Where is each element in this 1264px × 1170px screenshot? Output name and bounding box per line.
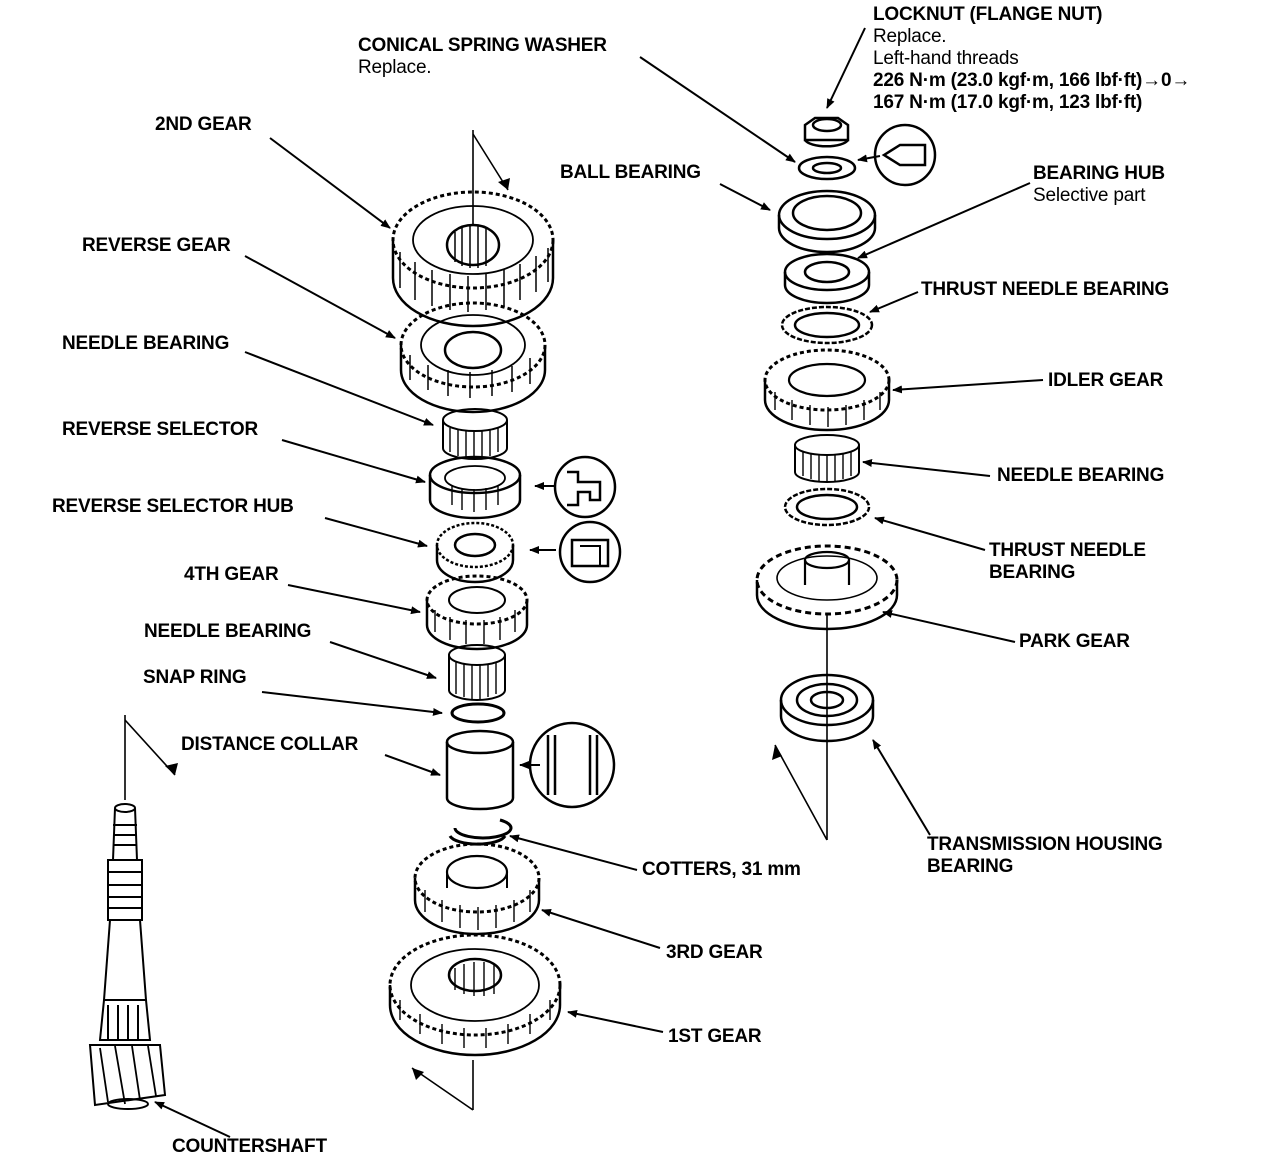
locknut-note-threads: Left-hand threads bbox=[873, 48, 1019, 69]
reverse-gear bbox=[399, 301, 547, 414]
label-park-gear: PARK GEAR bbox=[1019, 631, 1130, 652]
label-idler-gear: IDLER GEAR bbox=[1048, 370, 1164, 391]
thrust-needle-bearing-lower-line1: THRUST NEEDLE bbox=[989, 540, 1146, 561]
locknut-note-replace: Replace. bbox=[873, 26, 947, 47]
label-needle-bearing-upper: NEEDLE BEARING bbox=[62, 333, 230, 354]
label-countershaft: COUNTERSHAFT bbox=[172, 1136, 327, 1157]
label-needle-bearing-idler: NEEDLE BEARING bbox=[997, 465, 1165, 486]
third-gear bbox=[413, 842, 541, 936]
label-needle-bearing-lower: NEEDLE BEARING bbox=[144, 621, 312, 642]
label-reverse-selector-hub: REVERSE SELECTOR HUB bbox=[52, 496, 294, 517]
detail-icon-washer-direction bbox=[873, 123, 937, 187]
transmission-housing-bearing bbox=[779, 673, 875, 743]
label-ball-bearing: BALL BEARING bbox=[560, 162, 701, 183]
leader-lines bbox=[154, 27, 1044, 1138]
countershaft bbox=[88, 803, 167, 1110]
axis-arrowheads bbox=[165, 178, 782, 1080]
label-transmission-housing-bearing: TRANSMISSION HOUSING BEARING bbox=[927, 834, 1163, 878]
label-bearing-hub: BEARING HUB Selective part bbox=[1033, 163, 1165, 207]
needle-bearing-upper bbox=[442, 408, 508, 460]
label-1st-gear: 1ST GEAR bbox=[668, 1026, 762, 1047]
bearing-hub-note: Selective part bbox=[1033, 185, 1146, 206]
label-4th-gear: 4TH GEAR bbox=[184, 564, 279, 585]
idler-gear bbox=[763, 348, 891, 432]
second-gear bbox=[391, 190, 555, 328]
label-2nd-gear: 2ND GEAR bbox=[155, 114, 252, 135]
needle-bearing-idler bbox=[794, 434, 860, 483]
label-reverse-selector: REVERSE SELECTOR bbox=[62, 419, 258, 440]
detail-icon-selector-hub bbox=[558, 520, 622, 584]
label-reverse-gear: REVERSE GEAR bbox=[82, 235, 231, 256]
bearing-hub bbox=[783, 252, 871, 305]
reverse-selector bbox=[428, 455, 522, 520]
transmission-housing-bearing-line1: TRANSMISSION HOUSING bbox=[927, 834, 1163, 855]
bearing-hub-title: BEARING HUB bbox=[1033, 163, 1165, 184]
snap-ring bbox=[450, 702, 506, 724]
conical-spring-washer bbox=[797, 155, 857, 181]
label-distance-collar: DISTANCE COLLAR bbox=[181, 734, 359, 755]
transmission-housing-bearing-line2: BEARING bbox=[927, 856, 1014, 877]
cotters bbox=[448, 818, 513, 846]
label-cotters: COTTERS, 31 mm bbox=[642, 859, 801, 880]
locknut-torque-2: 167 N·m (17.0 kgf·m, 123 lbf·ft) bbox=[873, 92, 1143, 113]
label-locknut: LOCKNUT (FLANGE NUT) Replace. Left-hand … bbox=[873, 4, 1190, 114]
park-gear bbox=[755, 544, 899, 631]
first-gear bbox=[388, 933, 562, 1057]
label-thrust-needle-bearing-lower: THRUST NEEDLE BEARING bbox=[989, 540, 1146, 584]
reverse-selector-hub bbox=[435, 521, 515, 584]
label-snap-ring: SNAP RING bbox=[143, 667, 247, 688]
conical-spring-washer-title: CONICAL SPRING WASHER bbox=[358, 35, 607, 56]
detail-icon-reverse-selector bbox=[553, 455, 617, 519]
label-conical-spring-washer: CONICAL SPRING WASHER Replace. bbox=[358, 35, 607, 79]
thrust-needle-bearing-upper bbox=[780, 305, 874, 345]
thrust-needle-bearing-lower-line2: BEARING bbox=[989, 562, 1076, 583]
distance-collar bbox=[445, 729, 515, 811]
label-thrust-needle-bearing-upper: THRUST NEEDLE BEARING bbox=[921, 279, 1170, 300]
thrust-needle-bearing-lower bbox=[783, 487, 871, 527]
locknut-torque-1: 226 N·m (23.0 kgf·m, 166 lbf·ft)→0→ bbox=[873, 70, 1191, 91]
ball-bearing bbox=[777, 189, 877, 254]
axis-lines bbox=[124, 130, 828, 1111]
needle-bearing-lower bbox=[448, 644, 506, 701]
label-3rd-gear: 3RD GEAR bbox=[666, 942, 763, 963]
detail-icon-distance-collar bbox=[528, 721, 616, 809]
conical-spring-washer-note: Replace. bbox=[358, 57, 432, 78]
fourth-gear bbox=[425, 574, 529, 651]
locknut-title: LOCKNUT (FLANGE NUT) bbox=[873, 4, 1103, 25]
locknut bbox=[803, 116, 850, 148]
